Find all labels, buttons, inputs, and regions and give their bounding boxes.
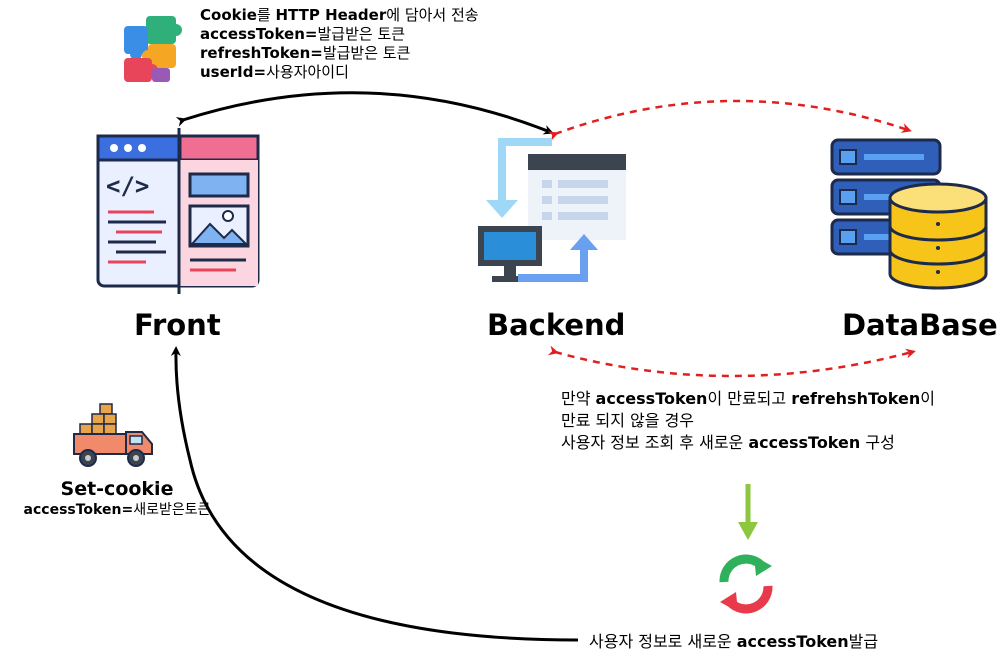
new-token-issue-note: 사용자 정보로 새로운 accessToken발급 <box>585 631 883 653</box>
puzzle-icon <box>124 16 182 82</box>
cookie-header-note: Cookie를 HTTP Header에 담아서 전송 accessToken=… <box>200 6 479 81</box>
web-page-icon: </> <box>96 128 260 294</box>
backend-label: Backend <box>487 308 626 342</box>
set-cookie-title: Set-cookie <box>60 478 174 500</box>
refresh-icon <box>719 554 773 614</box>
return-to-front-arrow <box>170 346 579 642</box>
svg-text:</>: </> <box>106 172 149 200</box>
front-backend-arrow <box>175 91 554 135</box>
server-flow-icon <box>478 138 626 282</box>
set-cookie-note: Set-cookie accessToken=새로받은토큰 <box>10 478 224 520</box>
database-icon <box>830 138 988 290</box>
token-expire-note: 만약 accessToken이 만료되고 refrehshToken이 만료 되… <box>561 389 935 452</box>
backend-db-top-dashed-arrow <box>547 99 912 141</box>
delivery-truck-icon <box>73 403 153 467</box>
backend-db-bottom-dashed-arrow <box>547 345 916 378</box>
database-label: DataBase <box>842 308 998 342</box>
front-label: Front <box>134 308 221 342</box>
